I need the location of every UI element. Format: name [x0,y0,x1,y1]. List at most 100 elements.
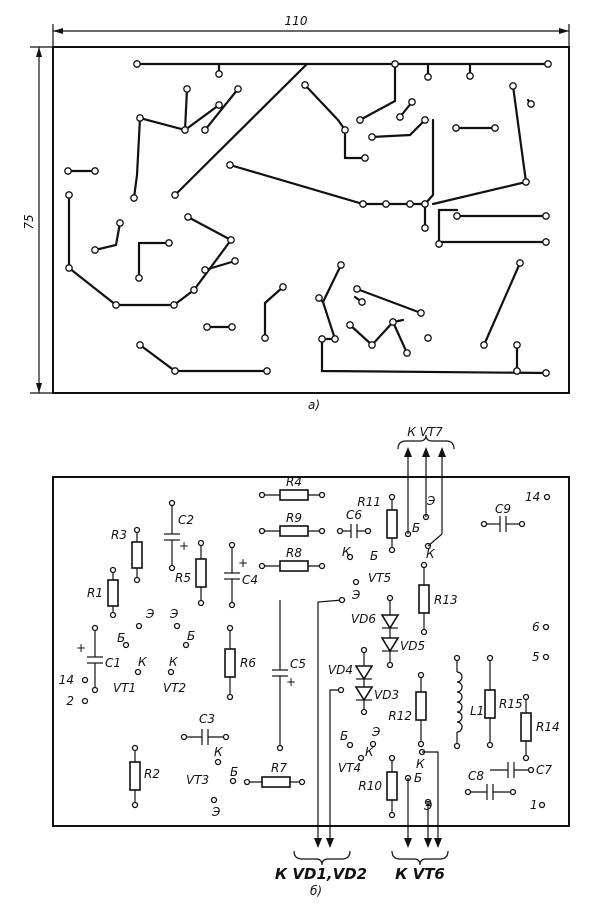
diode-vd4: VD4 [328,646,374,712]
capacitor-c1: + C1 [76,624,121,694]
capacitor-c8: C8 [464,769,517,800]
svg-text:VT1: VT1 [113,681,136,695]
svg-text:1: 1 [530,798,538,812]
svg-text:+: + [238,556,248,570]
svg-text:К: К [426,547,435,561]
resistor-r10: R10 [358,754,398,819]
svg-text:R10: R10 [358,779,382,793]
svg-text:+: + [76,641,86,655]
svg-text:Б: Б [414,771,422,785]
svg-text:VD3: VD3 [374,688,399,702]
resistor-r9: R9 [258,511,326,537]
svg-text:6: 6 [532,620,540,634]
svg-text:Б: Б [187,629,195,643]
resistor-r12: R12 [388,671,427,748]
capacitor-c9: C9 [480,502,526,532]
height-dimension-label: 75 [22,214,36,229]
svg-text:C2: C2 [178,513,194,527]
svg-text:C1: C1 [105,656,121,670]
svg-text:5: 5 [532,650,540,664]
terminal-pads: 14 2 6 5 1 14 [59,490,551,812]
svg-text:+: + [179,539,189,553]
resistor-r11: R11 [357,493,398,554]
panel-a-trace-layout: 110 75 [22,14,570,412]
resistor-r2: R2 [129,744,160,809]
svg-text:К: К [342,545,351,559]
svg-text:R5: R5 [175,571,191,585]
svg-text:C4: C4 [242,573,258,587]
transistor-vt1: Э Б К VT1 [113,607,155,695]
svg-text:VT2: VT2 [163,681,186,695]
svg-text:VD6: VD6 [351,612,376,626]
copper-traces [66,62,550,375]
resistor-r6: R6 [224,624,256,701]
svg-text:R8: R8 [286,546,302,560]
svg-text:К: К [138,655,147,669]
svg-text:Э: Э [351,588,361,602]
svg-text:14: 14 [59,673,74,687]
svg-text:Э: Э [426,494,436,508]
svg-text:C9: C9 [495,502,511,516]
svg-text:VD4: VD4 [328,663,353,677]
svg-text:C8: C8 [468,769,484,783]
svg-text:Э: Э [371,725,381,739]
panel-b-component-layout: R1 R2 R3 R4 R5 [52,425,570,898]
width-dimension-label: 110 [285,14,308,28]
svg-text:Б: Б [117,631,125,645]
inductor-l1: L1 [453,654,484,750]
resistor-r1: R1 [87,566,119,619]
svg-text:R14: R14 [536,720,560,734]
resistor-r5: R5 [175,539,207,607]
svg-text:2: 2 [66,694,74,708]
svg-text:VD5: VD5 [400,639,425,653]
resistor-r3: R3 [111,526,143,584]
capacitor-c7: C7 [490,762,552,778]
resistor-r15: R15 [484,654,523,749]
transistor-vt2: Э Б К VT2 [163,607,195,695]
svg-text:Б: Б [412,521,420,535]
svg-text:R6: R6 [240,656,256,670]
svg-text:Э: Э [145,607,155,621]
board-a-outline [52,46,570,394]
svg-text:R11: R11 [357,495,381,509]
diode-vd3: VD3 [354,686,399,716]
svg-text:R2: R2 [144,767,160,781]
svg-text:R3: R3 [111,528,127,542]
capacitor-c4: + C4 [224,541,258,609]
svg-text:VT5: VT5 [368,571,391,585]
svg-text:R4: R4 [286,475,302,489]
capacitor-c5: C5 + [272,600,306,752]
external-leads [293,434,455,866]
svg-text:L1: L1 [470,704,484,718]
svg-text:R13: R13 [434,593,458,607]
panel-b-label: б) [310,884,322,898]
resistor-r14: R14 [520,693,560,762]
diode-vd6: VD6 [351,594,400,665]
capacitor-c2: C2 + [164,499,194,572]
svg-text:Б: Б [230,765,238,779]
svg-text:C3: C3 [199,712,215,726]
svg-text:Б: Б [370,549,378,563]
vt6-connection-label: К VT6 [395,865,445,883]
svg-text:VT3: VT3 [186,773,209,787]
transistor-vt4: Б Э К VT4 [338,725,381,775]
svg-text:VT4: VT4 [338,761,361,775]
svg-text:Э: Э [211,805,221,819]
svg-text:Э: Э [169,607,179,621]
svg-text:R7: R7 [271,761,287,775]
resistor-r13: R13 [418,561,458,636]
svg-text:R1: R1 [87,586,103,600]
svg-text:К: К [169,655,178,669]
transistor-vt3: К Б Э VT3 [186,745,238,819]
svg-text:14: 14 [525,490,540,504]
resistor-r7: R7 [243,761,306,788]
vd-connection-label: К VD1,VD2 [275,865,367,883]
transistor-vt5: К Б Э VT5 [342,545,391,602]
diode-vd5: VD5 [380,637,425,669]
capacitor-c3: C3 [180,712,230,745]
svg-text:+: + [286,675,296,689]
svg-text:R15: R15 [499,697,523,711]
svg-text:C5: C5 [290,657,306,671]
resistor-r8: R8 [258,546,326,572]
panel-a-label: а) [308,398,320,412]
